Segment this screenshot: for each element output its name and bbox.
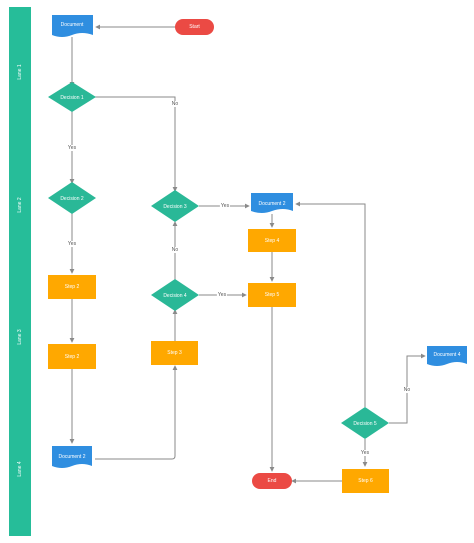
step-2-lower: Step 2 [48,344,96,369]
step-5: Step 5 [248,283,296,307]
document-2-bottom [52,446,92,468]
start-terminal: Start [175,19,214,35]
decision-3 [151,190,199,222]
decision-2-label: Decision 2 [60,196,84,202]
document-4 [427,346,467,366]
step-6: Step 6 [342,469,389,493]
decision-5-label: Decision 5 [353,421,377,427]
document-2-bottom-label: Document 2 [59,454,86,460]
edge-label-d2-yes: Yes [66,241,78,247]
edge-decision1-decision3 [95,96,178,192]
decision-4 [151,279,199,311]
decision-1-label: Decision 1 [60,95,84,101]
decision-1 [48,82,96,112]
end-terminal: End [252,473,292,489]
edge-label-d5-yes: Yes [359,450,371,456]
decision-4-label: Decision 4 [163,293,187,299]
decision-3-label: Decision 3 [163,204,187,210]
edge-label-d4-yes: Yes [216,292,228,298]
edge-decision5-document2 [295,201,366,407]
step-4: Step 4 [248,229,296,252]
document-1 [52,15,93,37]
edge-label-d1-no: No [170,101,180,107]
document-1-label: Document [61,22,84,28]
decision-2 [48,182,96,214]
step-3: Step 3 [151,341,198,365]
edge-label-d1-yes: Yes [66,145,78,151]
edge-document2-step3 [95,365,178,460]
step-2-upper: Step 2 [48,275,96,299]
edge-label-d5-no: No [402,387,412,393]
document-2-top-label: Document 2 [259,201,286,207]
edge-label-d3-yes: Yes [219,203,231,209]
document-2-top [251,193,293,213]
swimlane-bar [9,7,31,536]
document-4-label: Document 4 [434,352,461,358]
decision-5 [341,407,389,439]
edge-label-d4-no: No [170,247,180,253]
